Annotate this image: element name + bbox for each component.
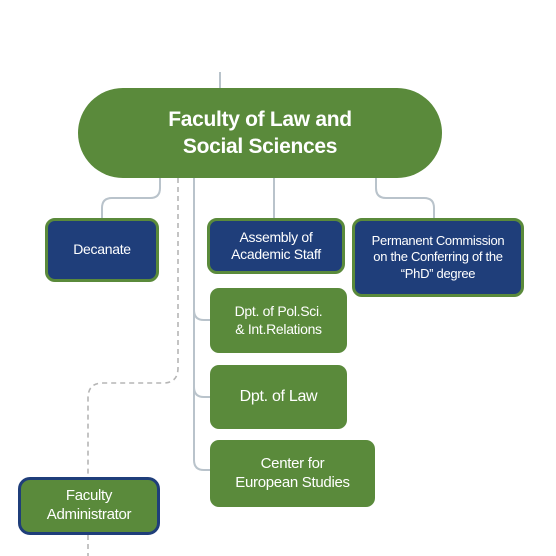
decanate-node: Decanate [45, 218, 159, 282]
dpt-pol-sci-node: Dpt. of Pol.Sci. & Int.Relations [210, 288, 347, 353]
assembly-node: Assembly of Academic Staff [207, 218, 345, 274]
faculty-root-node: Faculty of Law and Social Sciences [78, 88, 442, 178]
phd-commission-node: Permanent Commission on the Conferring o… [352, 218, 524, 297]
center-european-studies-node: Center for European Studies [210, 440, 375, 507]
connector-dpt-law [193, 386, 210, 398]
connector-decanate [101, 178, 161, 218]
connector-phd [375, 178, 435, 218]
connector-administrator [87, 178, 179, 477]
connector-departments [193, 178, 210, 471]
connector-dpt-pol [193, 309, 210, 321]
dpt-law-node: Dpt. of Law [210, 365, 347, 429]
faculty-administrator-node: Faculty Administrator [18, 477, 160, 535]
